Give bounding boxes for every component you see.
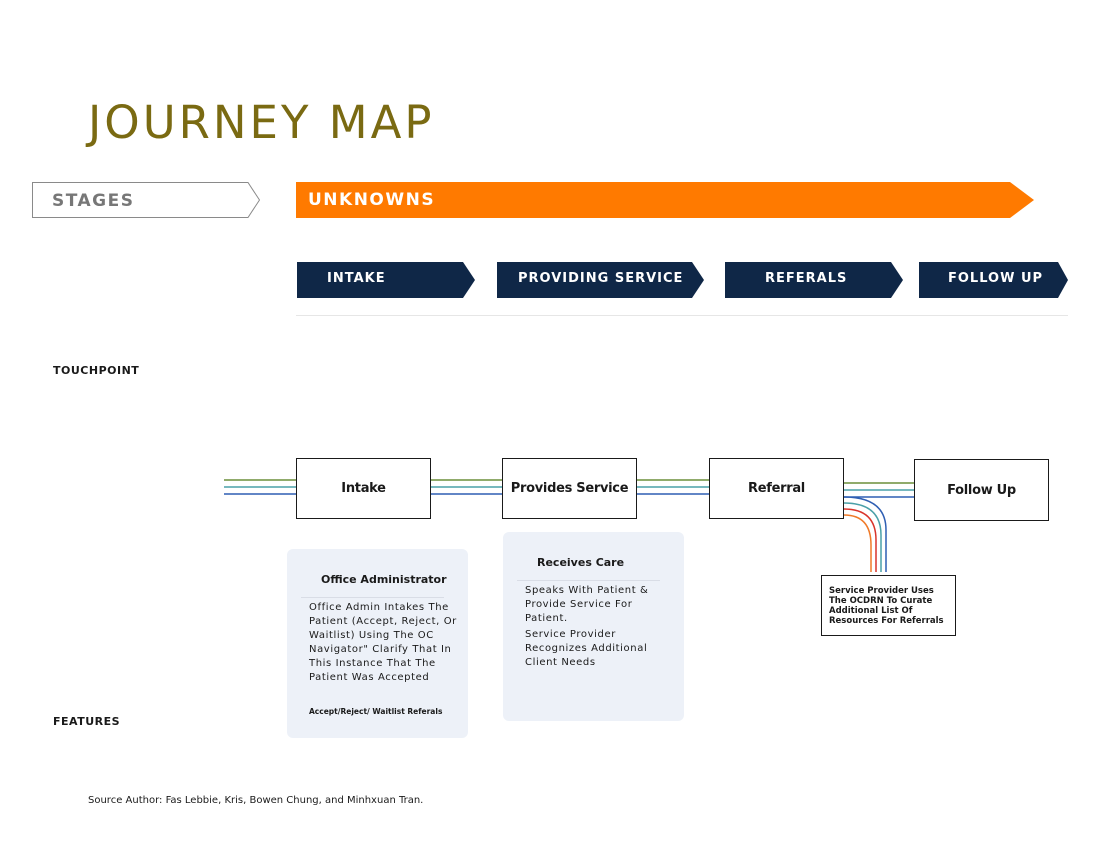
card-divider — [517, 580, 660, 581]
lead-in-lines — [224, 479, 296, 495]
source-credit: Source Author: Fas Lebbie, Kris, Bowen C… — [88, 795, 424, 806]
phase-bar: UNKNOWNS — [296, 182, 1034, 218]
referral-note: Service Provider Uses The OCDRN To Curat… — [821, 575, 956, 636]
card-divider — [301, 597, 444, 598]
touchpoint-label: Provides Service — [510, 481, 629, 496]
touchpoint-row-label: TOUCHPOINT — [53, 364, 140, 377]
phase-arrow-shape — [296, 182, 1034, 218]
touchpoint-label: Intake — [341, 481, 386, 496]
card-footnote: Accept/Reject/ Waitlist Referals — [309, 707, 443, 716]
intake-to-service-lines — [431, 479, 502, 495]
stages-label-box: STAGES — [32, 182, 260, 218]
touchpoint-follow-up: Follow Up — [914, 459, 1049, 521]
stage-label: INTAKE — [327, 271, 386, 286]
touchpoint-label: Referral — [748, 481, 805, 496]
touchpoint-referral: Referral — [709, 458, 844, 519]
stage-label: REFERALS — [765, 271, 848, 286]
feature-card-receives-care: Receives Care Speaks With Patient & Prov… — [503, 532, 684, 721]
service-to-referral-lines — [637, 479, 709, 495]
phase-label: UNKNOWNS — [308, 190, 436, 210]
stage-label: FOLLOW UP — [948, 271, 1044, 286]
feature-card-office-admin: Office Administrator Office Admin Intake… — [287, 549, 468, 738]
features-row-label: FEATURES — [53, 715, 121, 728]
card-description-2: Service Provider Recognizes Additional C… — [525, 629, 648, 668]
referral-to-follow-up-lines — [844, 482, 914, 498]
page-title: JOURNEY MAP — [88, 96, 435, 149]
card-title: Receives Care — [537, 556, 625, 569]
card-description: Office Admin Intakes The Patient (Accept… — [309, 602, 457, 683]
touchpoint-label: Follow Up — [947, 482, 1016, 498]
touchpoint-provides-service: Provides Service — [502, 458, 637, 519]
stages-arrow-shape — [32, 182, 260, 218]
card-description: Speaks With Patient & Provide Service Fo… — [525, 585, 649, 624]
stage-follow-up: FOLLOW UP — [919, 262, 1068, 298]
referral-to-note-lines — [843, 496, 887, 572]
stage-divider — [296, 315, 1068, 316]
stage-intake: INTAKE — [297, 262, 475, 298]
stage-label: PROVIDING SERVICE — [518, 271, 684, 286]
stage-referals: REFERALS — [725, 262, 903, 298]
stages-label: STAGES — [52, 191, 135, 211]
card-title: Office Administrator — [321, 573, 447, 586]
stage-providing-service: PROVIDING SERVICE — [497, 262, 704, 298]
touchpoint-intake: Intake — [296, 458, 431, 519]
